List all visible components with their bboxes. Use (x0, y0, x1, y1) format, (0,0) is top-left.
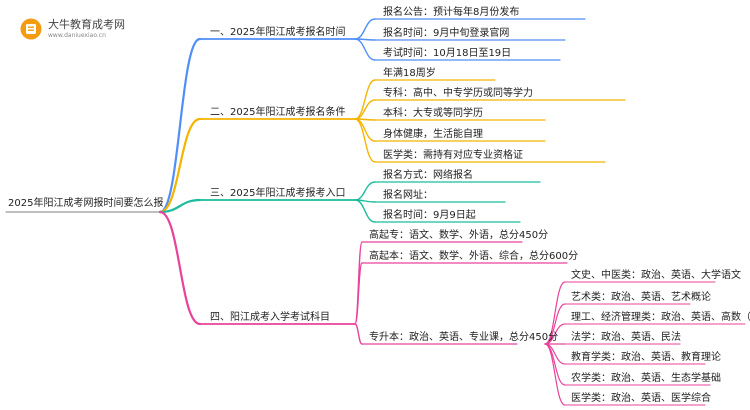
branch-4-child-3-connector (354, 323, 363, 345)
branch-4-child-2-connector (354, 262, 363, 325)
branch-2-label: 二、2025年阳江成考报名条件 (210, 107, 346, 118)
root-topic: 2025年阳江成考网报时间要怎么报 (8, 198, 164, 209)
subject-group-6-connector (544, 343, 566, 386)
branch-3-child-2: 报名网址： (383, 190, 433, 201)
subject-group-7-connector (544, 343, 566, 406)
branch-1-child-2: 报名时间：9月中旬登录官网 (383, 28, 510, 39)
subject-group-2: 艺术类：政治、英语、艺术概论 (571, 292, 711, 303)
branch-4-child-3: 专升本：政治、英语、专业课，总分450分 (369, 332, 559, 343)
branch-4-connector (158, 210, 202, 326)
logo-url: www.daniuexiao.cn (48, 32, 106, 39)
subject-group-6: 农学类：政治、英语、生态学基础 (571, 373, 721, 384)
branch-2-child-1-connector (354, 79, 376, 120)
branch-3-label: 三、2025年阳江成考报考入口 (210, 188, 346, 199)
branch-2-connector (158, 117, 202, 214)
branch-1-label: 一、2025年阳江成考报名时间 (210, 27, 346, 38)
subject-group-1: 文史、中医类：政治、英语、大学语文 (571, 270, 741, 281)
logo-name: 大牛教育成考网 (48, 18, 125, 31)
branch-3-child-3: 报名时间：9月9日起 (383, 210, 476, 221)
site-logo: 大牛教育成考网 www.daniuexiao.cn (20, 18, 125, 40)
branch-1-child-1: 报名公告：预计每年8月份发布 (383, 7, 520, 18)
subject-group-7: 医学类：政治、英语、医学综合 (571, 393, 711, 404)
branch-3-connector (158, 198, 202, 214)
branch-1-child-3-connector (354, 38, 376, 61)
branch-3-child-1: 报名方式：网络报名 (383, 170, 473, 181)
branch-2-child-3: 本科：大专或等同学历 (383, 108, 483, 119)
subject-group-3: 理工、经济管理类：政治、英语、高数（二） (571, 312, 750, 323)
branch-1-child-1-connector (354, 18, 376, 40)
branch-1-connector (158, 37, 202, 214)
branch-2-child-1: 年满18周岁 (383, 68, 436, 79)
branch-1-child-3: 考试时间：10月18日至19日 (383, 48, 512, 59)
subject-group-2-connector (544, 303, 566, 345)
subject-group-4: 法学：政治、英语、民法 (571, 332, 681, 343)
branch-2-child-2: 专科：高中、中专学历或同等学力 (383, 88, 533, 99)
branch-2-child-5: 医学类：需持有对应专业资格证 (383, 150, 523, 161)
branch-4-label: 四、阳江成考入学考试科目 (210, 312, 330, 323)
book-logo-icon (20, 18, 42, 40)
branch-3-child-3-connector (354, 199, 376, 223)
branch-4-child-2: 高起本：语文、数学、外语、综合，总分600分 (369, 251, 579, 262)
branch-2-child-2-connector (354, 99, 376, 120)
branch-3-child-1-connector (354, 181, 376, 201)
subject-group-5: 教育学类：政治、英语、教育理论 (571, 352, 721, 363)
branch-2-child-5-connector (354, 118, 376, 163)
branch-2-child-4: 身体健康，生活能自理 (383, 129, 483, 140)
branch-4-child-1: 高起专：语文、数学、外语，总分450分 (369, 230, 549, 241)
